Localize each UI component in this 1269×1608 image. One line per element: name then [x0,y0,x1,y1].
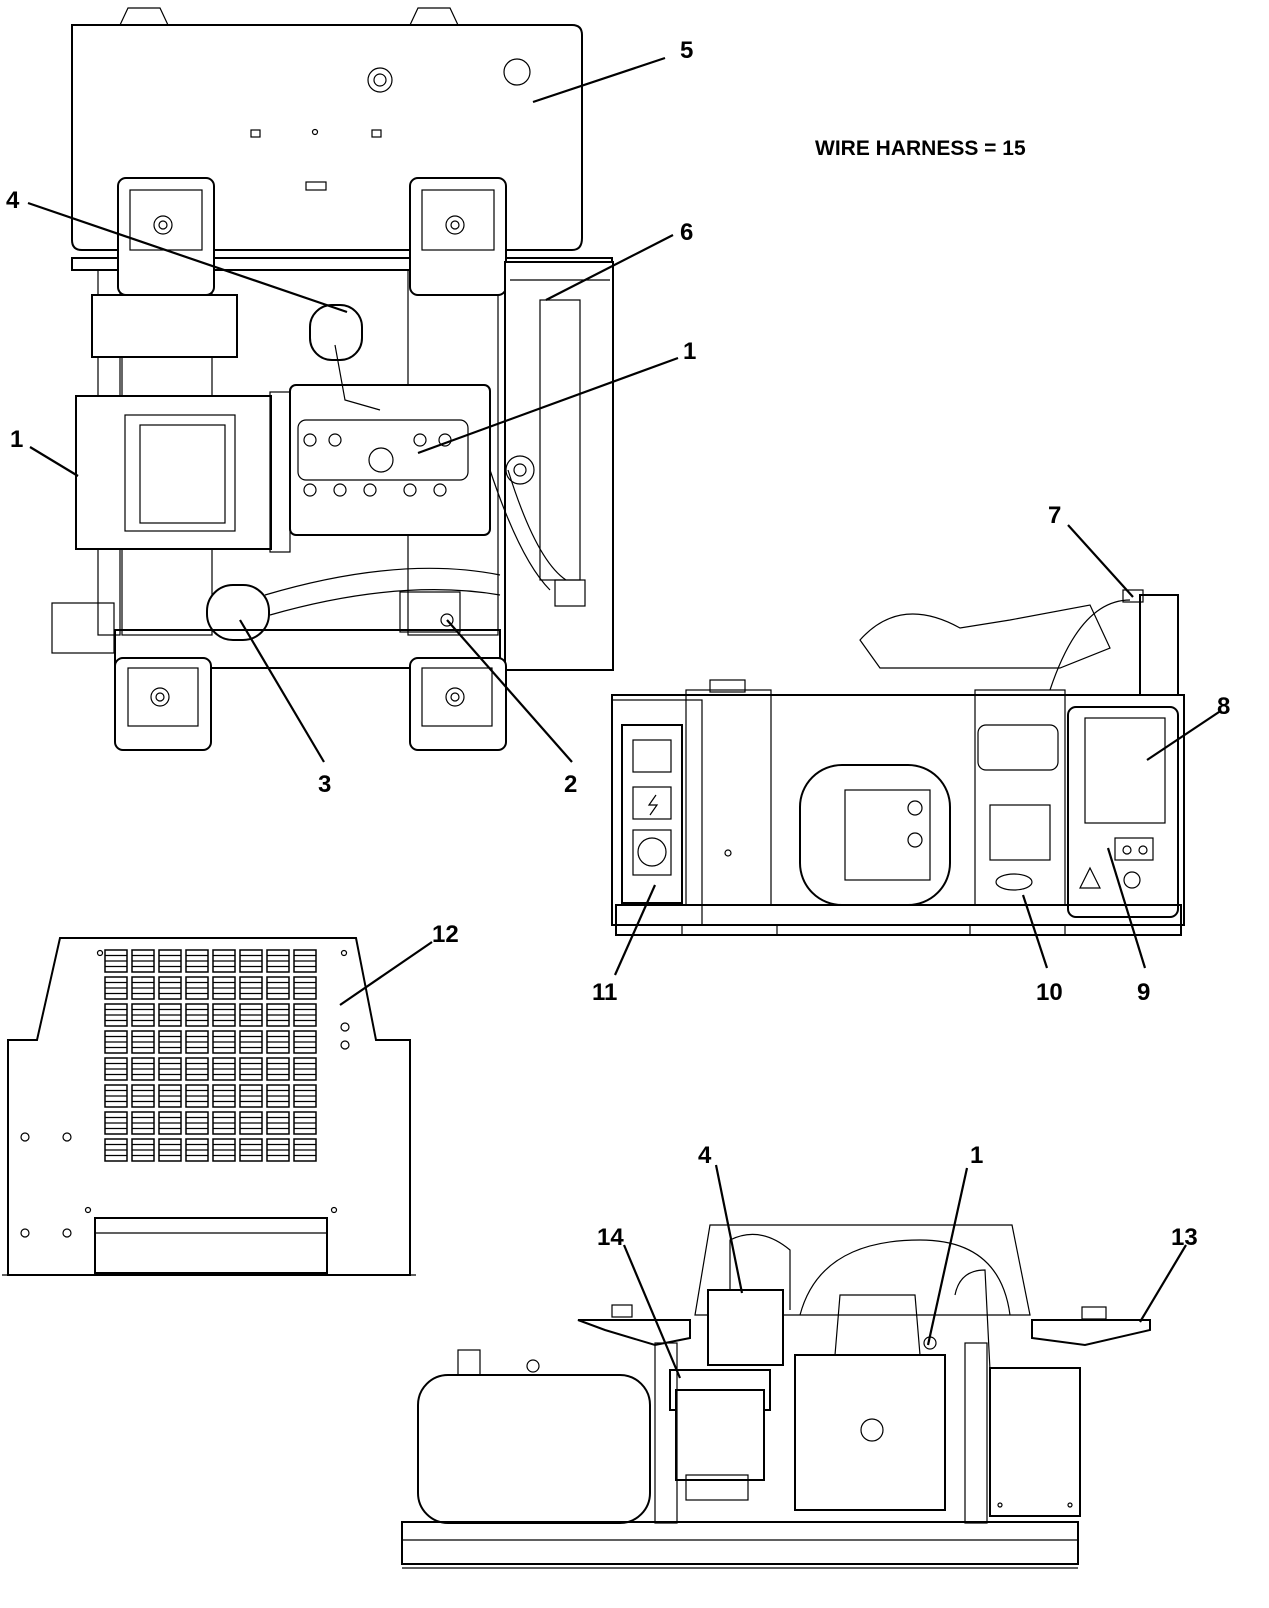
callout-bottom-13: 13 [1171,1224,1198,1251]
callout-top-4: 4 [6,187,20,214]
leader-top-1-left [29,446,79,477]
callout-bottom-4: 4 [698,1142,712,1169]
leader-top-5 [532,56,666,104]
leader-top-6 [545,234,674,301]
callout-bottom-1: 1 [970,1142,983,1169]
leader-top-4 [27,201,348,314]
leader-side-8 [1146,711,1220,761]
ventilation-grille [104,949,317,1162]
leader-top-2 [446,619,573,763]
callout-top-6: 6 [680,219,693,246]
callout-top-2: 2 [564,771,577,798]
leader-top-1-right [417,356,679,455]
leader-side-11 [613,884,657,976]
side-view-drawing [611,589,1185,936]
callout-rear-12: 12 [432,921,459,948]
leader-bottom-4 [714,1164,744,1294]
callout-top-5: 5 [680,37,693,64]
leader-bottom-13 [1139,1244,1187,1323]
wire-harness-caption: WIRE HARNESS = 15 [815,137,1026,160]
callout-top-1-left: 1 [10,426,23,453]
leader-side-10 [1021,894,1049,969]
leader-side-9 [1106,847,1147,969]
callout-side-8: 8 [1217,693,1230,720]
leader-side-7 [1067,524,1134,598]
top-view-drawing [51,7,614,751]
callout-top-3: 3 [318,771,331,798]
leader-top-3 [239,619,325,763]
callout-top-1-right: 1 [683,338,696,365]
leader-bottom-14 [622,1244,682,1379]
callout-side-9: 9 [1137,979,1150,1006]
leader-bottom-1 [926,1167,969,1346]
callout-bottom-14: 14 [597,1224,624,1251]
callout-side-11: 11 [592,979,617,1006]
front-view-drawing [401,1224,1151,1569]
leader-rear-12 [339,941,433,1006]
callout-side-7: 7 [1048,502,1061,529]
rear-view-drawing [2,937,416,1276]
callout-side-10: 10 [1036,979,1063,1006]
